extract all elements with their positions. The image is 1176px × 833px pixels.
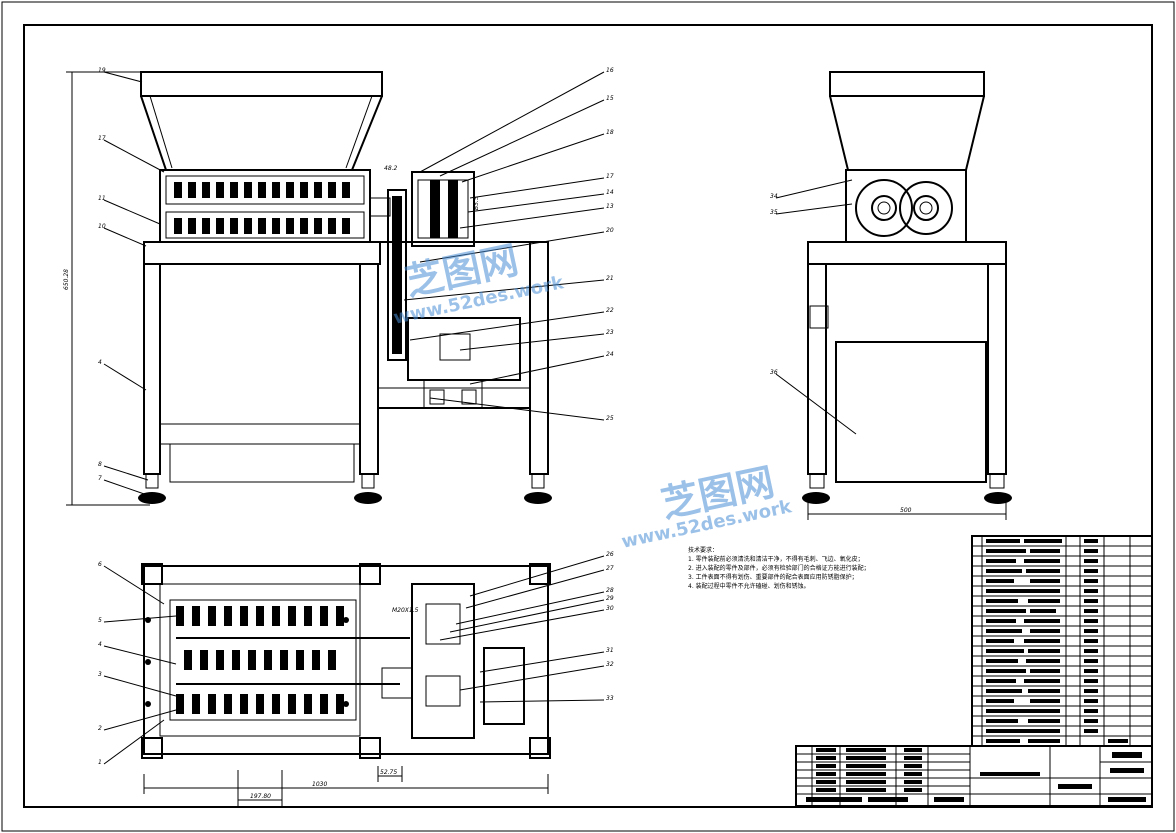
note-item-2: 2. 进入装配的零件及部件，必须有检验部门的合格证方能进行装配； [688, 565, 870, 572]
svg-text:32: 32 [606, 661, 614, 668]
plan-motor [483, 647, 525, 725]
svg-text:5: 5 [98, 617, 102, 624]
left-cutter-disc [855, 179, 913, 237]
svg-text:33: 33 [606, 695, 614, 702]
svg-text:17: 17 [98, 135, 106, 142]
inner-border [23, 24, 1153, 808]
plan-width-text: 1030 [312, 781, 327, 788]
side-cutter-box [845, 169, 967, 243]
foot-left [138, 492, 166, 504]
svg-text:11: 11 [98, 195, 106, 202]
svg-text:31: 31 [606, 647, 614, 654]
side-view: 500 34 35 36 [770, 71, 1012, 520]
svg-text:19: 19 [98, 67, 106, 74]
svg-text:18: 18 [606, 129, 614, 136]
svg-text:21: 21 [606, 275, 614, 282]
side-cover-panel [835, 341, 987, 483]
height-dim-text: 650.28 [63, 269, 70, 290]
svg-text:27: 27 [606, 565, 614, 572]
plan-blades-row1 [176, 606, 344, 626]
front-leg-left [143, 263, 161, 475]
svg-text:30: 30 [606, 605, 614, 612]
belt-drive [387, 189, 407, 361]
table-top [143, 241, 381, 265]
svg-text:20: 20 [606, 227, 614, 234]
svg-text:35: 35 [770, 209, 778, 216]
notes-title: 技术要求： [688, 547, 719, 554]
front-view: 650.28 48.2 B5.5 19 17 11 10 4 8 7 [63, 67, 614, 506]
svg-text:13: 13 [606, 203, 614, 210]
plan-gearbox [411, 583, 475, 739]
gearbox [411, 171, 475, 247]
hopper-body [140, 95, 383, 171]
discharge-tray [169, 443, 355, 483]
offset-dim-text: 48.2 [384, 165, 398, 172]
svg-text:17: 17 [606, 173, 614, 180]
svg-text:3: 3 [98, 671, 102, 678]
gap-text: 52.75 [380, 769, 397, 776]
svg-text:8: 8 [98, 461, 102, 468]
bolt-dim-text: M20X1.5 [392, 607, 419, 614]
belt-dim-text: B5.5 [473, 196, 480, 210]
svg-text:7: 7 [98, 475, 102, 482]
plan-cutter-box [169, 599, 357, 721]
upper-blades [174, 182, 350, 198]
svg-text:36: 36 [770, 369, 778, 376]
motor [407, 317, 521, 381]
svg-text:10: 10 [98, 223, 106, 230]
title-block [795, 745, 1153, 807]
plan-view: M20X1.5 1030 197.80 52.75 6 5 4 3 2 1 [98, 551, 614, 806]
svg-text:28: 28 [606, 587, 614, 594]
hopper-rim [140, 71, 383, 97]
note-item-3: 3. 工件表面不得有划伤、重要部件的配合表面应用防锈脂保护； [688, 574, 858, 581]
svg-text:15: 15 [606, 95, 614, 102]
lower-rail [159, 423, 361, 445]
motor-base [423, 379, 483, 409]
plan-blades-row3 [176, 694, 344, 714]
pitch-text: 197.80 [250, 793, 271, 800]
plan-blades-row2 [184, 650, 336, 670]
front-left-balloons: 19 17 11 10 4 8 7 [98, 67, 106, 482]
plan-left-balloons: 6 5 4 3 2 1 [98, 561, 102, 766]
svg-text:1: 1 [98, 759, 102, 766]
svg-text:23: 23 [606, 329, 614, 336]
right-cutter-disc [899, 181, 953, 235]
svg-text:26: 26 [606, 551, 614, 558]
svg-text:16: 16 [606, 67, 614, 74]
svg-text:34: 34 [770, 193, 778, 200]
svg-text:4: 4 [98, 359, 102, 366]
shaft-coupling [369, 197, 391, 217]
lower-blades [174, 218, 350, 234]
front-leg-mid [359, 263, 379, 475]
plan-right-balloons: 26 27 28 29 30 31 32 33 [606, 551, 614, 702]
side-balloons: 34 35 36 [770, 193, 778, 376]
plan-frame [143, 565, 549, 755]
note-item-1: 1. 零件装配前必须清洗和清洁干净，不得有毛刺、飞边、氧化皮； [688, 556, 864, 563]
svg-text:25: 25 [606, 415, 614, 422]
parts-list [971, 535, 1153, 747]
svg-text:6: 6 [98, 561, 102, 568]
svg-text:14: 14 [606, 189, 614, 196]
side-width-text: 500 [900, 507, 912, 514]
front-right-balloons: 16 15 18 17 14 13 20 21 22 23 24 25 [606, 67, 614, 422]
svg-text:22: 22 [606, 307, 614, 314]
svg-text:24: 24 [606, 351, 614, 358]
svg-text:4: 4 [98, 641, 102, 648]
svg-text:2: 2 [98, 725, 102, 732]
note-item-4: 4. 装配过程中零件不允许磕碰、划伤和锈蚀。 [688, 583, 810, 590]
foot-right [524, 492, 552, 504]
foot-mid [354, 492, 382, 504]
svg-text:29: 29 [606, 595, 614, 602]
technical-notes: 技术要求： 1. 零件装配前必须清洗和清洁干净，不得有毛刺、飞边、氧化皮； 2.… [688, 546, 948, 591]
